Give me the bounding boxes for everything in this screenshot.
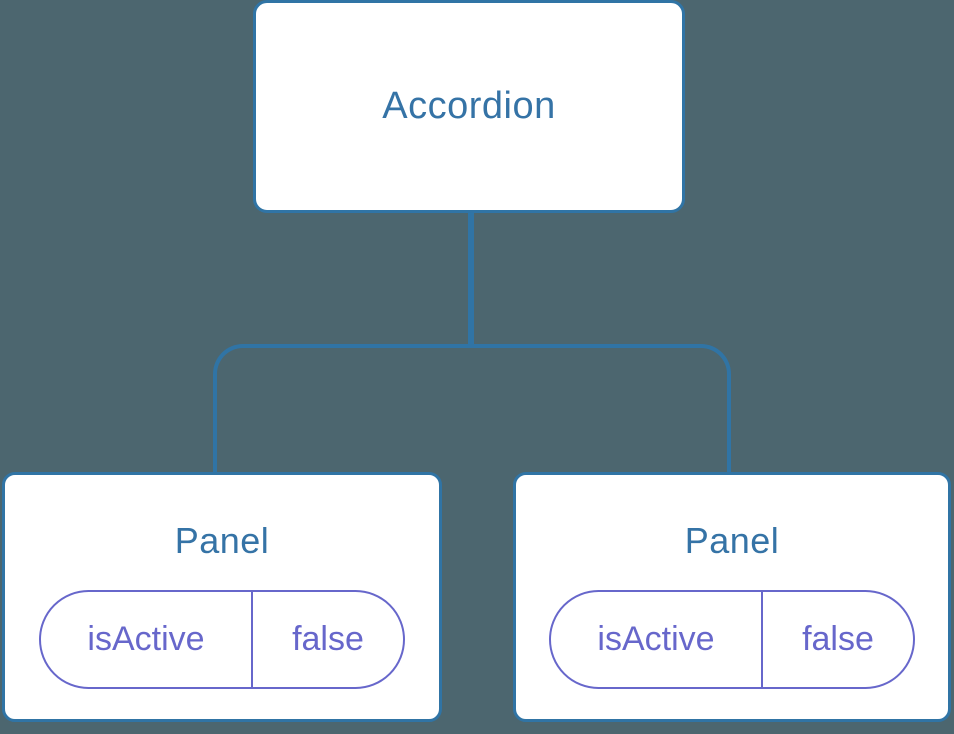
state-value-label: false xyxy=(802,620,874,658)
accordion-node: Accordion xyxy=(253,0,685,213)
panel-node-right: Panel isActive false xyxy=(513,472,951,722)
panel-node-label: Panel xyxy=(684,520,780,561)
state-pill: isActive false xyxy=(39,590,405,689)
accordion-node-label: Accordion xyxy=(382,85,556,127)
state-value-label: false xyxy=(292,620,364,658)
connector-stem xyxy=(468,211,474,347)
connector-bracket xyxy=(213,344,731,472)
panel-node-label: Panel xyxy=(174,520,270,561)
panel-node-left: Panel isActive false xyxy=(2,472,442,722)
state-key-label: isActive xyxy=(41,592,253,687)
state-pill: isActive false xyxy=(549,590,915,689)
state-key-label: isActive xyxy=(551,592,763,687)
